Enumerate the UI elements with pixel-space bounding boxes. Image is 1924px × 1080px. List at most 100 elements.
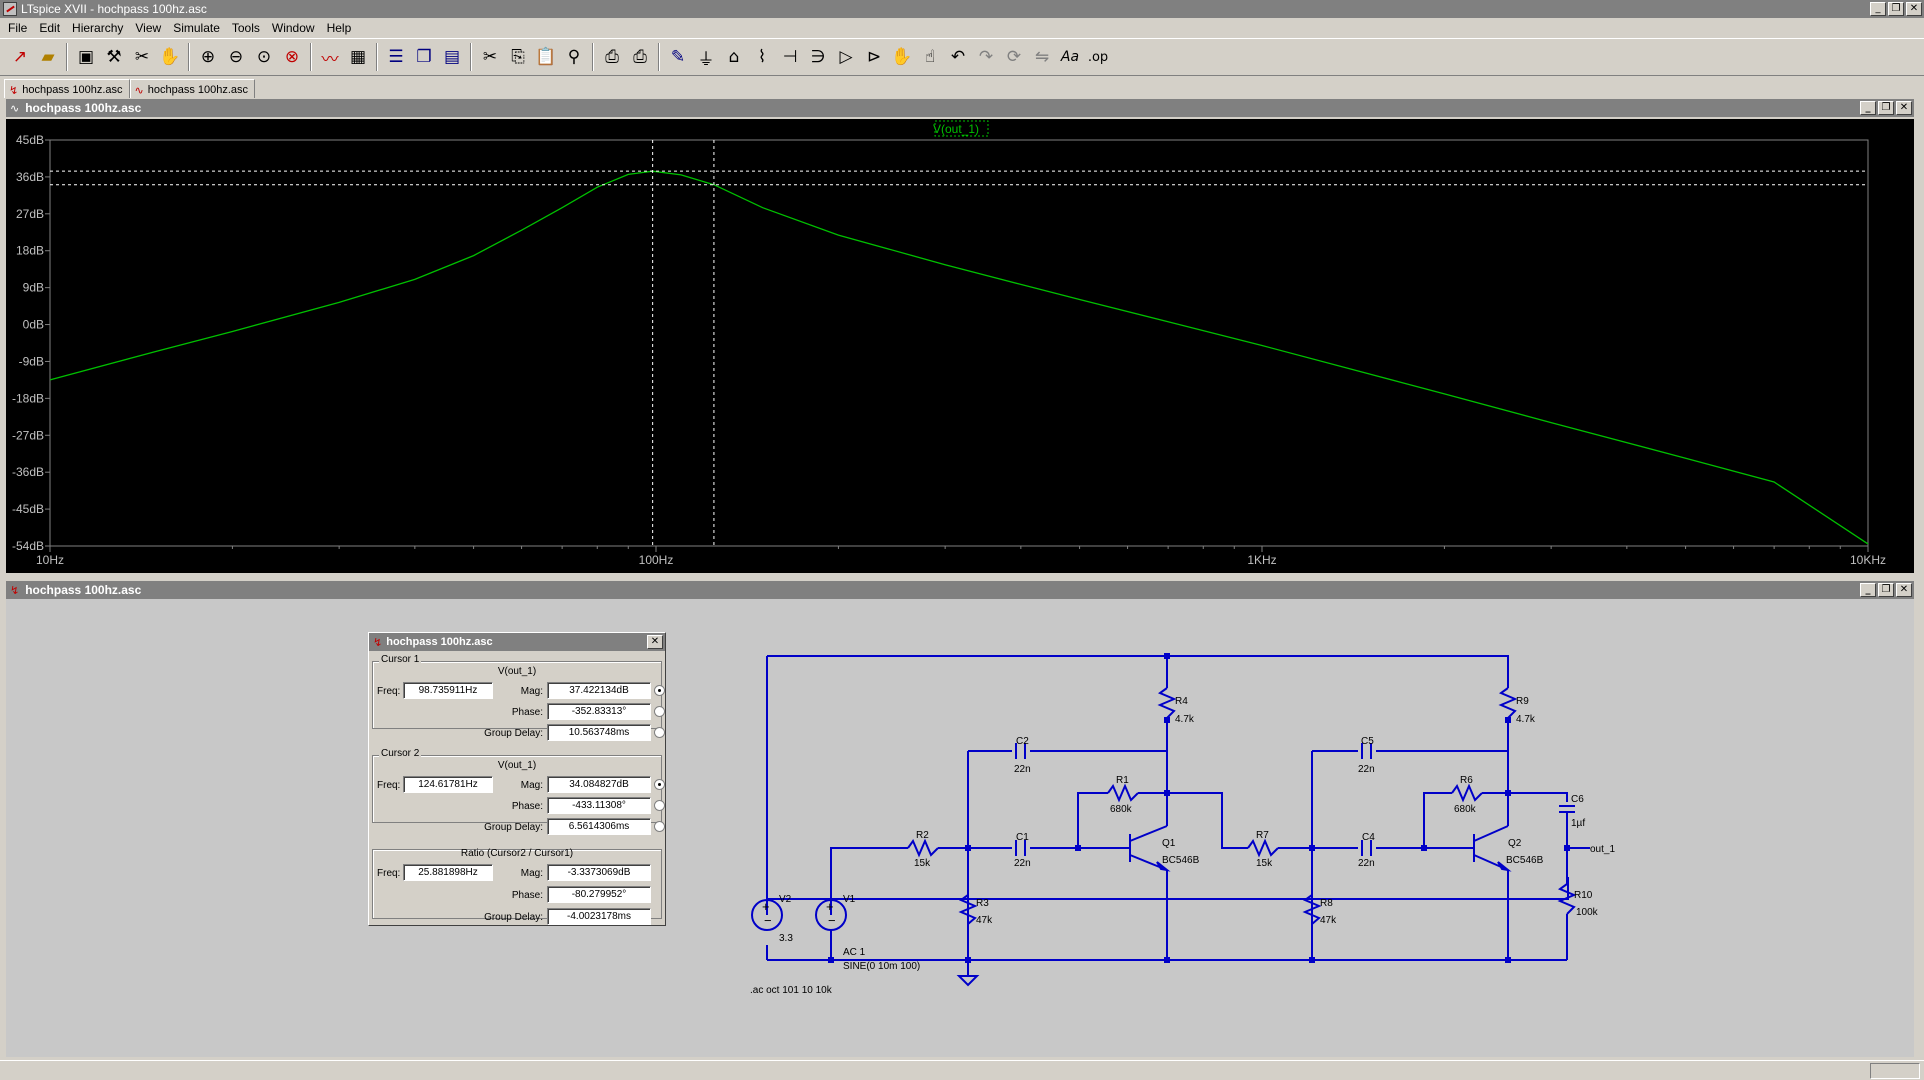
y-tick-label: 9dB: [23, 281, 44, 295]
cursor1-mag-field[interactable]: 37.422134dB: [547, 682, 651, 699]
cursor1-freq-field[interactable]: 98.735911Hz: [403, 682, 493, 699]
zoom-cancel-icon[interactable]: ⊗: [284, 47, 300, 67]
spice-directive-icon[interactable]: .op: [1087, 49, 1109, 65]
cursor2-mag-radio[interactable]: [654, 779, 665, 790]
delete-trace-icon[interactable]: ▦: [349, 47, 367, 67]
c2-name: C2: [1016, 736, 1029, 747]
schematic-editor[interactable]: +− +− R4 4.7k R9 4.7k C2 22n C5 22n R1 6…: [6, 599, 1914, 1057]
ratio-phase-field[interactable]: -80.279952°: [547, 886, 651, 903]
rotate-icon[interactable]: ⟳: [1006, 47, 1022, 67]
ratio-gd-field[interactable]: -4.0023178ms: [547, 908, 651, 925]
r10-name: R10: [1574, 890, 1593, 901]
ground-icon[interactable]: ⏚: [697, 49, 715, 70]
pan-icon[interactable]: ✋: [159, 47, 181, 67]
control-panel-icon[interactable]: ⚒: [106, 47, 122, 67]
menu-file[interactable]: File: [8, 21, 28, 35]
tab-waveform[interactable]: ∿ hochpass 100hz.asc: [129, 79, 256, 98]
save-icon[interactable]: ▣: [77, 47, 95, 67]
paste-icon[interactable]: 📋: [535, 47, 557, 67]
plot-close-button[interactable]: ✕: [1896, 101, 1912, 115]
r3-value: 47k: [976, 915, 993, 926]
cursor2-freq-field[interactable]: 124.61781Hz: [403, 776, 493, 793]
cut-icon[interactable]: ✂: [482, 47, 498, 67]
cursor2-gd-field[interactable]: 6.5614306ms: [547, 818, 651, 835]
transistor-symbols[interactable]: [1129, 825, 1512, 872]
cursor2-gd-radio[interactable]: [654, 821, 665, 832]
schematic-window-title: hochpass 100hz.asc: [25, 583, 142, 597]
run-icon[interactable]: ↗: [12, 47, 28, 67]
bode-plot[interactable]: 45dB36dB27dB18dB9dB0dB-9dB-18dB-27dB-36d…: [6, 119, 1914, 573]
plot-restore-button[interactable]: ❐: [1878, 101, 1894, 115]
schem-restore-button[interactable]: ❐: [1878, 583, 1894, 597]
schem-minimize-button[interactable]: _: [1860, 583, 1876, 597]
y-tick-label: 36dB: [16, 170, 44, 184]
tile-vertical-icon[interactable]: ▤: [443, 47, 461, 67]
y-tick-label: -54dB: [12, 539, 44, 553]
menu-view[interactable]: View: [135, 21, 162, 35]
schematic-canvas[interactable]: +− +− R4 4.7k R9 4.7k C2 22n C5 22n R1 6…: [6, 599, 1914, 1057]
minimize-button[interactable]: _: [1870, 2, 1886, 16]
schematic-icon: ↯: [10, 583, 20, 597]
cursor-dialog[interactable]: ↯ hochpass 100hz.asc ✕ Cursor 1 V(out_1)…: [368, 632, 666, 926]
text-icon[interactable]: Aa: [1060, 49, 1080, 65]
cursor2-phase-field[interactable]: -433.11308°: [547, 797, 651, 814]
label-icon[interactable]: ⌂: [728, 47, 740, 67]
tile-horizontal-icon[interactable]: ☰: [388, 47, 404, 67]
menu-simulate[interactable]: Simulate: [173, 21, 220, 35]
y-tick-label: -27dB: [12, 428, 44, 442]
cursor1-gd-radio[interactable]: [654, 727, 665, 738]
print-preview-icon[interactable]: ⎙: [605, 47, 619, 67]
component-icon[interactable]: ⊳: [866, 47, 882, 67]
zoom-out-icon[interactable]: ⊖: [228, 47, 244, 67]
undo-icon[interactable]: ↶: [950, 47, 966, 67]
trace-line-v-out-1[interactable]: [49, 170, 1869, 545]
resistor-symbols[interactable]: [907, 687, 1577, 960]
dialog-close-button[interactable]: ✕: [647, 635, 663, 649]
trace-label[interactable]: V(out_1): [933, 122, 979, 136]
tab-schematic[interactable]: ↯ hochpass 100hz.asc: [4, 79, 130, 98]
cursor1-gd-field[interactable]: 10.563748ms: [547, 724, 651, 741]
toolbar-separator: [658, 43, 660, 71]
y-tick-label: -9dB: [19, 354, 44, 368]
tab-label: hochpass 100hz.asc: [147, 84, 249, 96]
menu-edit[interactable]: Edit: [39, 21, 61, 35]
ratio-mag-field[interactable]: -3.3373069dB: [547, 864, 651, 881]
autorange-icon[interactable]: 〰: [321, 49, 339, 70]
wire-icon[interactable]: ✎: [670, 47, 686, 67]
diode-icon[interactable]: ▷: [839, 47, 853, 67]
halt-icon[interactable]: ✂: [134, 47, 150, 67]
cursor1-phase-radio[interactable]: [654, 706, 665, 717]
mirror-icon[interactable]: ⇋: [1034, 47, 1050, 67]
find-icon[interactable]: ⚲: [567, 47, 581, 67]
move-icon[interactable]: ✋: [891, 47, 913, 67]
plot-minimize-button[interactable]: _: [1860, 101, 1876, 115]
open-icon[interactable]: ▰: [41, 47, 55, 67]
inductor-icon[interactable]: ∋: [810, 47, 826, 67]
print-icon[interactable]: ⎙: [633, 47, 647, 67]
close-button[interactable]: ✕: [1906, 2, 1922, 16]
capacitor-icon[interactable]: ⊣: [782, 47, 798, 67]
cursor1-mag-radio[interactable]: [654, 685, 665, 696]
voltage-sources[interactable]: [751, 899, 847, 945]
drag-icon[interactable]: ☝: [924, 47, 936, 67]
menu-hierarchy[interactable]: Hierarchy: [72, 21, 124, 35]
cascade-icon[interactable]: ❐: [416, 47, 432, 67]
zoom-in-icon[interactable]: ⊕: [200, 47, 216, 67]
zoom-full-icon[interactable]: ⊙: [256, 47, 272, 67]
capacitor-symbols[interactable]: [1015, 743, 1575, 856]
restore-button[interactable]: ❐: [1888, 2, 1904, 16]
copy-icon[interactable]: ⎘: [511, 47, 525, 67]
cursor2-phase-radio[interactable]: [654, 800, 665, 811]
ground-symbol[interactable]: [956, 975, 980, 987]
menu-window[interactable]: Window: [271, 21, 315, 35]
cursor1-phase-field[interactable]: -352.83313°: [547, 703, 651, 720]
menu-help[interactable]: Help: [326, 21, 352, 35]
schem-close-button[interactable]: ✕: [1896, 583, 1912, 597]
resistor-icon[interactable]: ⌇: [757, 47, 767, 67]
ratio-freq-field[interactable]: 25.881898Hz: [403, 864, 493, 881]
cursor2-mag-field[interactable]: 34.084827dB: [547, 776, 651, 793]
menu-tools[interactable]: Tools: [231, 21, 260, 35]
redo-icon[interactable]: ↷: [978, 47, 994, 67]
cursor1-trace: V(out_1): [497, 666, 537, 677]
